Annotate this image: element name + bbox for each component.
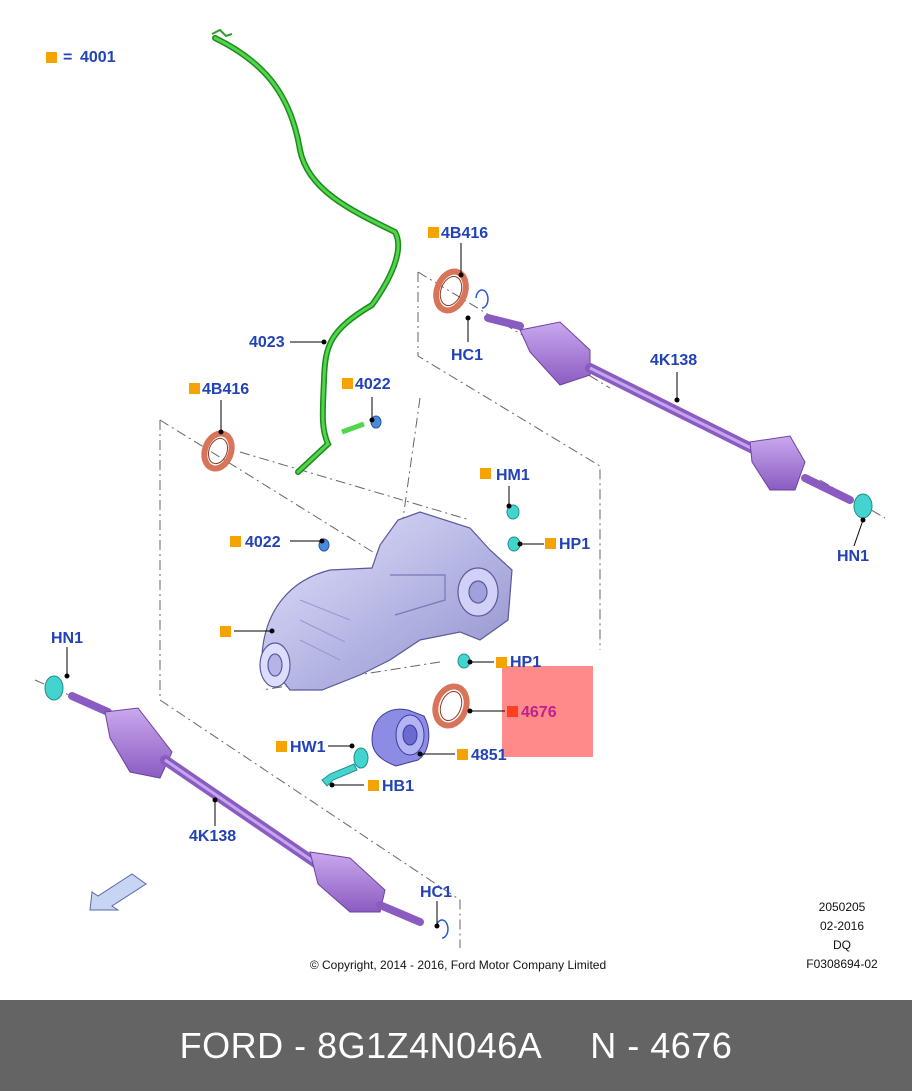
- axle-housing: [259, 511, 513, 691]
- label-hp1-lower: HP1: [510, 654, 541, 671]
- halfshaft-left: [68, 692, 424, 926]
- label-4022-top: 4022: [355, 376, 391, 393]
- label-hn1-right: HN1: [837, 548, 869, 565]
- meta-line-2: 02-2016: [820, 919, 864, 933]
- flange: [371, 708, 430, 767]
- legend-marker: [46, 52, 57, 63]
- nut-hn1-left: [44, 675, 64, 701]
- leader-dots: [64, 272, 866, 929]
- label-4022-left: 4022: [245, 534, 281, 551]
- footer-bar: FORD - 8G1Z4N046A N - 4676: [0, 1000, 912, 1091]
- label-hb1: HB1: [382, 778, 414, 795]
- legend-equals: =: [63, 49, 72, 66]
- fasteners: [44, 415, 873, 787]
- meta-line-4: F0308694-02: [806, 957, 878, 971]
- exploded-parts-diagram: = 4001 4023 4022 4B416 4B416 HC1 4K138 H…: [34, 28, 886, 972]
- nut-hn1-right: [853, 493, 873, 519]
- seal-left: [201, 430, 235, 472]
- seals: [201, 268, 470, 729]
- vent-hose: [211, 28, 402, 475]
- label-hn1-left: HN1: [51, 630, 83, 647]
- washer-hw1: [353, 747, 369, 769]
- meta-line-1: 2050205: [819, 900, 866, 914]
- label-4k138-right: 4K138: [650, 352, 697, 369]
- direction-arrow: [89, 873, 147, 911]
- label-hp1-upper: HP1: [559, 536, 590, 553]
- seal-right: [433, 268, 469, 314]
- label-hc1-left: HC1: [420, 884, 452, 901]
- label-4b416-left: 4B416: [202, 381, 249, 398]
- label-4k138-left: 4K138: [189, 828, 236, 845]
- fastener-hm1: [506, 504, 520, 520]
- part-markers: [46, 52, 556, 791]
- bolt-hb1: [321, 763, 358, 787]
- label-hm1: HM1: [496, 467, 530, 484]
- meta-line-3: DQ: [833, 938, 851, 952]
- copyright: © Copyright, 2014 - 2016, Ford Motor Com…: [310, 958, 606, 972]
- highlight-marker: [507, 706, 518, 717]
- label-4023: 4023: [249, 334, 285, 351]
- label-4851: 4851: [471, 747, 507, 764]
- housing-marker: [220, 626, 231, 637]
- seal-4676: [432, 683, 470, 729]
- footer-part-name: N - 4676: [590, 1024, 733, 1066]
- footer-part-number: FORD - 8G1Z4N046A: [179, 1024, 543, 1066]
- legend-value: 4001: [80, 49, 116, 66]
- label-hc1-right: HC1: [451, 347, 483, 364]
- label-4b416-right: 4B416: [441, 225, 488, 242]
- halfshaft-right: [484, 314, 854, 504]
- label-4676-highlight: 4676: [521, 704, 557, 721]
- leader-lines: [66, 243, 864, 926]
- label-hw1: HW1: [290, 739, 326, 756]
